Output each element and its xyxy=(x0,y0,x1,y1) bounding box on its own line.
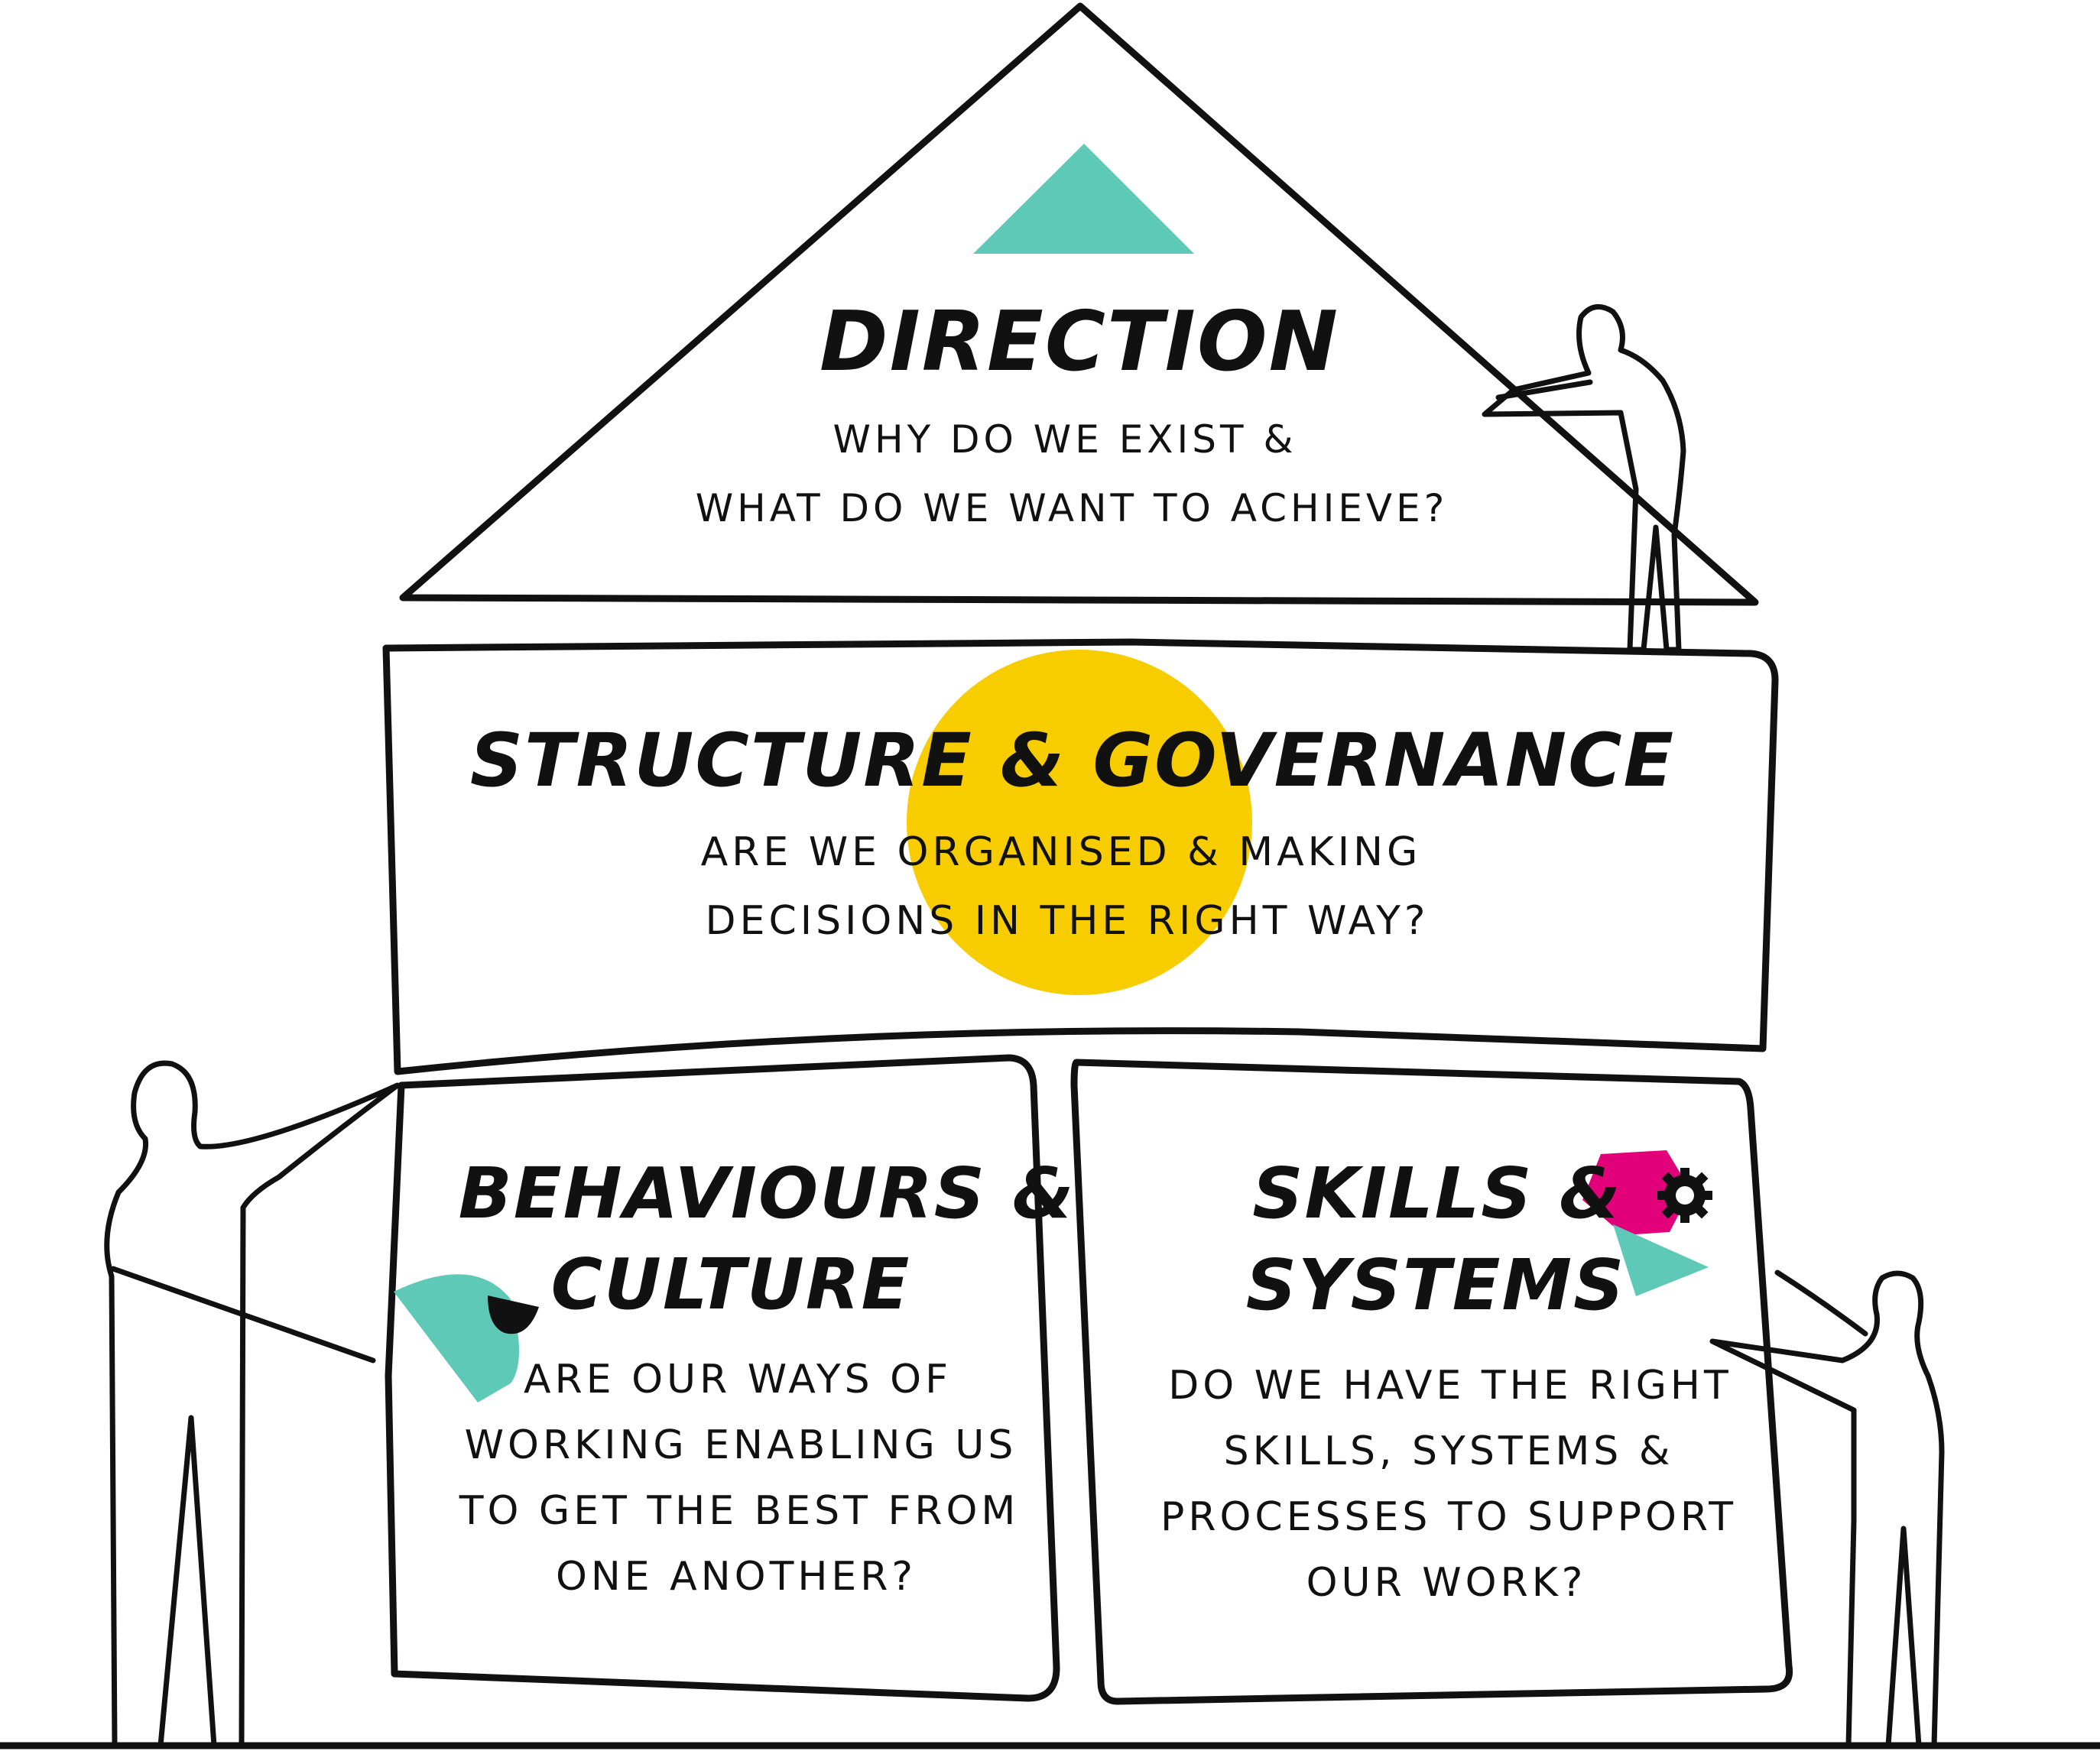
structure-title: STRUCTURE & GOVERNANCE xyxy=(470,718,1675,803)
teal-small-triangle-icon xyxy=(1613,1224,1709,1296)
person-figure-left xyxy=(104,1060,401,1749)
teal-wedge-eye-icon xyxy=(394,1274,539,1402)
skills-question-line4: OUR WORK? xyxy=(1306,1560,1587,1606)
skills-question-line3: PROCESSES TO SUPPORT xyxy=(1160,1494,1737,1540)
skills-box xyxy=(1070,1059,1793,1705)
structure-question-line1: ARE WE ORGANISED & MAKING xyxy=(701,829,1422,875)
behaviours-question-line1: ARE OUR WAYS OF xyxy=(524,1357,952,1402)
behaviours-question-line4: ONE ANOTHER? xyxy=(556,1554,917,1600)
direction-question-line2: WHAT DO WE WANT TO ACHIEVE? xyxy=(696,486,1449,530)
roof-section: DIRECTION WHY DO WE EXIST & WHAT DO WE W… xyxy=(399,2,1759,606)
skills-question-line2: SKILLS, SYSTEMS & xyxy=(1224,1428,1674,1474)
structure-box xyxy=(382,638,1779,1075)
roof-triangle xyxy=(399,2,1759,606)
skills-title-line1: SKILLS & xyxy=(1252,1153,1622,1234)
behaviours-title-line1: BEHAVIOURS & xyxy=(459,1153,1076,1234)
gear-icon xyxy=(1657,1168,1712,1223)
behaviours-section: BEHAVIOURS & CULTURE ARE OUR WAYS OF WOR… xyxy=(385,1054,1076,1702)
skills-section: SKILLS & SYSTEMS DO WE HAVE THE RIGHT SK… xyxy=(1070,1059,1793,1705)
behaviours-question-line3: TO GET THE BEST FROM xyxy=(459,1488,1020,1534)
behaviours-box xyxy=(385,1054,1060,1702)
teal-triangle-icon xyxy=(973,144,1194,254)
structure-section: STRUCTURE & GOVERNANCE ARE WE ORGANISED … xyxy=(382,638,1779,1075)
yellow-circle-icon xyxy=(907,650,1252,995)
skills-title-line2: SYSTEMS xyxy=(1246,1244,1626,1326)
direction-title: DIRECTION xyxy=(820,294,1339,390)
structure-question-line2: DECISIONS IN THE RIGHT WAY? xyxy=(706,898,1430,944)
person-figure-roof xyxy=(1482,303,1686,653)
skills-question-line1: DO WE HAVE THE RIGHT xyxy=(1168,1363,1732,1409)
hexagon-gear-triangle-icon xyxy=(1582,1150,1712,1296)
behaviours-title-line2: CULTURE xyxy=(551,1244,911,1325)
person-figure-right xyxy=(1709,1269,1945,1749)
direction-question-line1: WHY DO WE EXIST & xyxy=(833,417,1297,462)
behaviours-question-line2: WORKING ENABLING US xyxy=(465,1422,1018,1468)
